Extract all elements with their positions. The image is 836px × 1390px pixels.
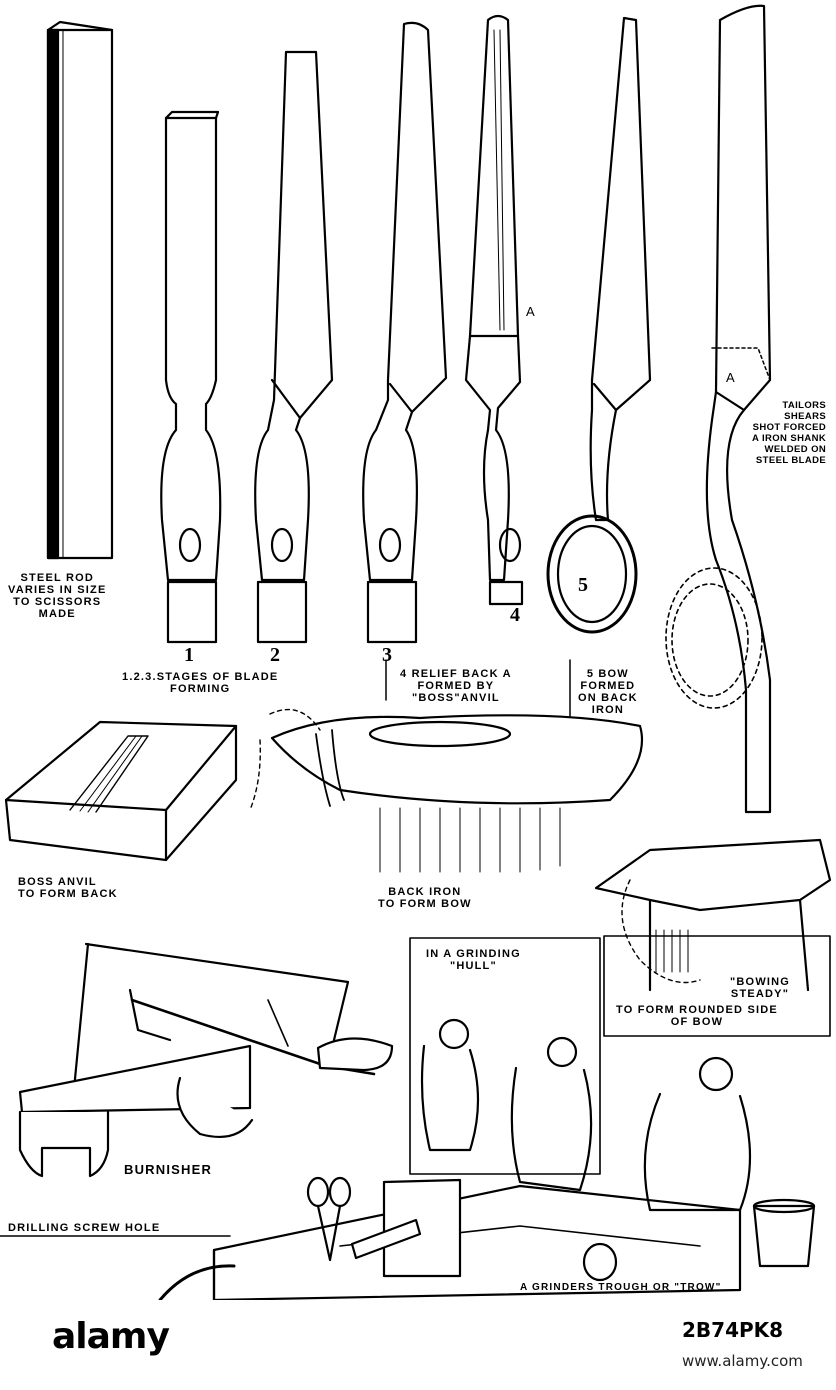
tailors-shears-drawing [665,4,772,814]
back-iron-drawing [249,708,644,873]
bowing-steady-label: "BOWING STEADY" [730,976,791,1000]
bowing-steady-drawing [594,838,832,992]
letter-a-shears: A [726,370,735,385]
grinders-trough-drawing [158,1018,816,1300]
stages-label: 1.2.3.STAGES OF BLADE FORMING [122,671,279,695]
blade-stage-2-drawing [254,50,334,644]
tailors-shears-label: TAILORS SHEARS SHOT FORCED A IRON SHANK … [752,400,827,466]
stage-5-number: 5 [578,574,588,596]
blade-stage-3-drawing [362,21,448,644]
blade-stage-4-drawing [464,14,524,606]
bow-label: 5 BOW FORMED ON BACK IRON [578,668,638,716]
boss-anvil-label: BOSS ANVIL TO FORM BACK [18,876,118,900]
stock-image-id: 2B74PK8 [682,1318,784,1342]
blade-stage-1-drawing [160,110,222,644]
stock-url: www.alamy.com [682,1352,803,1370]
steel-rod-label: STEEL ROD VARIES IN SIZE TO SCISSORS MAD… [8,572,107,620]
stock-logo: alamy [52,1316,170,1357]
stock-footer [0,1300,836,1390]
steel-rod-drawing [46,20,114,560]
stage-2-number: 2 [270,644,280,666]
stage-1-number: 1 [184,644,194,666]
drilling-label: DRILLING SCREW HOLE [8,1222,161,1234]
rounded-side-label: TO FORM ROUNDED SIDE OF BOW [616,1004,778,1028]
burnisher-label: BURNISHER [124,1162,213,1177]
back-iron-label: BACK IRON TO FORM BOW [378,886,472,910]
engraving-illustration [0,4,832,1300]
drilling-bow-drawing [18,942,394,1178]
grinding-hull-label: IN A GRINDING "HULL" [426,948,521,972]
blade-stage-5-drawing [546,16,652,634]
boss-anvil-drawing [4,720,238,862]
relief-label: 4 RELIEF BACK A FORMED BY "BOSS"ANVIL [400,668,512,704]
stage-4-number: 4 [510,604,520,626]
letter-a-blade4: A [526,304,535,319]
stage-3-number: 3 [382,644,392,666]
trough-label: A GRINDERS TROUGH OR "TROW" [520,1282,722,1293]
